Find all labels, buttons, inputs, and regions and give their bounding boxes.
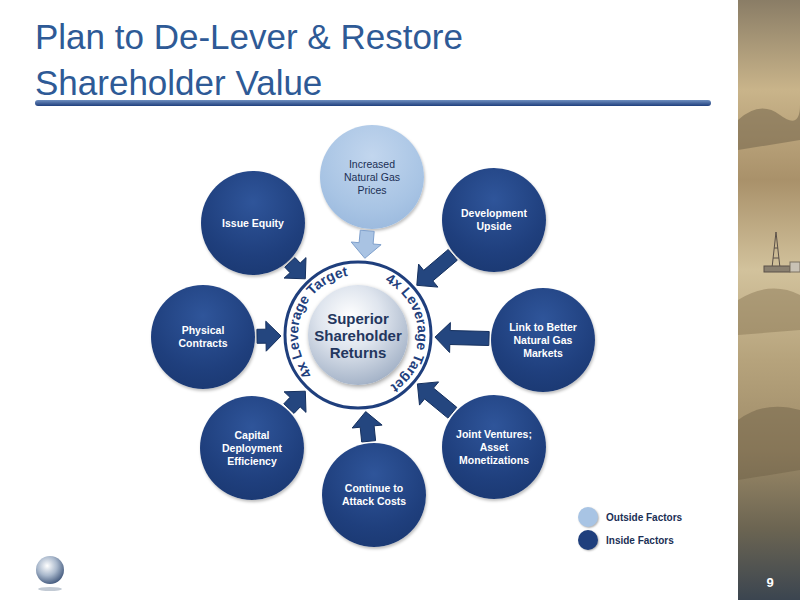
factor-circle: Link to Better Natural Gas Markets [491, 288, 595, 392]
legend-text: Outside Factors [606, 512, 682, 523]
logo-shadow [38, 587, 62, 591]
factor-circle: Development Upside [442, 168, 546, 272]
hill [738, 289, 800, 335]
factor-text: Continue to Attack Costs [335, 482, 413, 508]
legend-text: Inside Factors [606, 535, 674, 546]
factor-circle: Continue to Attack Costs [322, 443, 426, 547]
factor-text: Issue Equity [214, 217, 292, 230]
legend-swatch [578, 507, 598, 527]
factor-text: Increased Natural Gas Prices [333, 158, 411, 197]
globe: Superior Shareholder Returns [308, 285, 408, 385]
legend-row: Outside Factors [578, 507, 682, 527]
factor-circle: Issue Equity [201, 171, 305, 275]
block-arrow [284, 391, 306, 413]
block-arrow [351, 230, 381, 258]
factor-text: Link to Better Natural Gas Markets [504, 321, 582, 360]
factor-text: Physical Contracts [164, 324, 242, 350]
hill [738, 407, 800, 480]
legend-swatch [578, 530, 598, 550]
factor-circle: Increased Natural Gas Prices [320, 125, 424, 229]
factor-text: Joint Ventures; Asset Monetizations [455, 428, 533, 467]
block-arrow [417, 250, 458, 288]
slide-title: Plan to De-Lever & Restore Shareholder V… [35, 14, 505, 106]
block-arrow [284, 258, 306, 279]
factor-text: Capital Deployment Efficiency [213, 429, 291, 468]
goal-circle: 4x Leverage Target4x Leverage TargetSupe… [283, 260, 433, 410]
page-number: 9 [760, 575, 780, 590]
factor-text: Development Upside [455, 207, 533, 233]
logo-sphere [36, 556, 64, 584]
legend-row: Inside Factors [578, 530, 674, 550]
photo-strip [738, 0, 800, 600]
block-arrow [257, 321, 281, 351]
goal-text: Superior Shareholder Returns [312, 310, 404, 361]
block-arrow [435, 323, 489, 353]
factor-circle: Joint Ventures; Asset Monetizations [442, 395, 546, 499]
factor-circle: Physical Contracts [151, 285, 255, 389]
drill-rig [764, 232, 800, 272]
block-arrow [417, 382, 456, 418]
factor-circle: Capital Deployment Efficiency [200, 396, 304, 500]
block-arrow [352, 412, 382, 442]
hill [738, 105, 800, 150]
